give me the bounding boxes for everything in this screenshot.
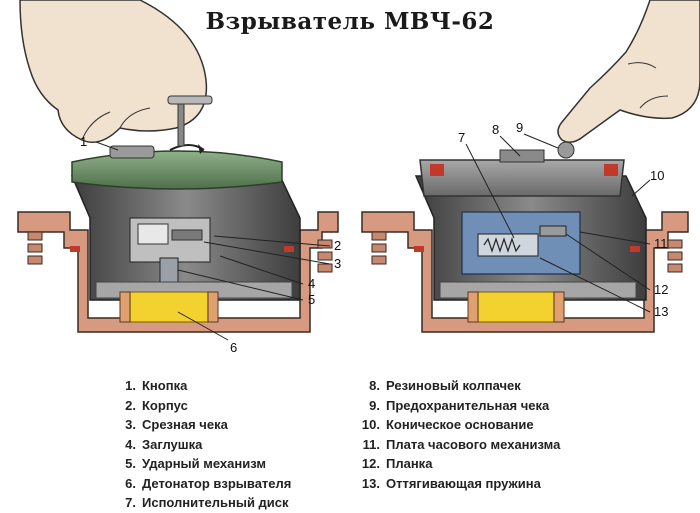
left-housing [17,211,339,333]
legend-item: 3.Срезная чека [125,417,228,432]
legend-right: 8.Резиновый колпачек 9.Предохранительная… [355,376,560,493]
callout-3: 3 [334,256,341,271]
callout-10: 10 [650,168,664,183]
callout-11: 11 [654,236,668,251]
right-hand-illustration [557,0,700,143]
legend-item: 7.Исполнительный диск [125,495,289,510]
callout-4: 4 [308,276,315,291]
legend-item: 1.Кнопка [125,378,188,393]
callout-labels: 1 2 3 4 5 6 7 8 9 10 11 12 13 [80,120,668,355]
right-fuze-cutaway [361,141,689,333]
legend-item: 9.Предохранительная чека [369,397,550,413]
callout-6: 6 [230,340,237,355]
left-hand-illustration [19,0,213,154]
right-spring [483,237,521,253]
legend-item: 12.Планка [361,456,433,471]
right-rubber-cap [419,159,625,197]
callout-1: 1 [80,134,87,149]
left-fuze-cutaway [17,145,339,333]
right-detonator [477,291,555,323]
diagram-title: Взрыватель МВЧ-62 [205,8,495,35]
rotate-arrow-icon [198,144,204,154]
right-safety-pin [557,141,575,159]
right-housing [361,211,689,333]
callout-5: 5 [308,292,315,307]
left-housing-threads [27,231,333,273]
legend-left: 1.Кнопка 2.Корпус 3.Срезная чека 4.Заглу… [118,376,291,513]
callout-8: 8 [492,122,499,137]
left-green-cap [71,150,283,190]
legend-item: 2.Корпус [125,397,188,413]
legend-item: 10.Коническое основание [361,417,534,432]
callout-13: 13 [654,304,668,319]
legend-item: 6.Детонатор взрывателя [125,475,292,491]
legend-item: 13.Оттягивающая пружина [361,475,541,491]
right-bar [539,225,567,237]
callout-9: 9 [516,120,523,135]
callout-7: 7 [458,130,465,145]
callout-leader-lines [95,133,651,341]
callout-12: 12 [654,282,668,297]
legend-item: 4.Заглушка [125,436,203,452]
legend-item: 8.Резиновый колпачек [369,378,521,393]
callout-2: 2 [334,238,341,253]
legend-item: 11.Плата часового механизма [362,436,561,452]
left-detonator [129,291,209,323]
legend-item: 5.Ударный механизм [125,456,266,471]
right-housing-threads [371,231,683,273]
left-button [109,145,155,159]
fuze-illustration: 1 2 3 4 5 6 7 8 9 10 11 12 13 [17,0,700,355]
